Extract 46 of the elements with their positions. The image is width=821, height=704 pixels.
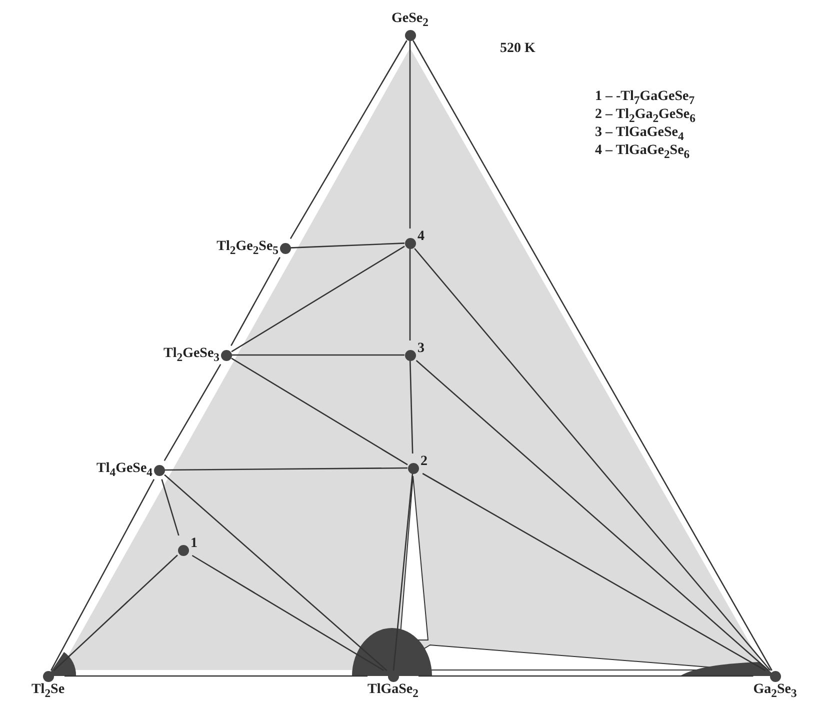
- compound-point: [404, 228, 424, 248]
- tie-line: [409, 360, 414, 454]
- tie-line: [290, 242, 405, 248]
- tie-line: [232, 354, 404, 356]
- tie-line: [412, 40, 772, 671]
- tie-line: [192, 554, 384, 672]
- tie-line: [422, 472, 766, 672]
- compound-point: [753, 670, 797, 700]
- legend-entry: 3 – TlGaGeSe$_{4}$: [595, 124, 684, 144]
- compound-label: 1: [190, 536, 198, 551]
- compound-label: TlGaSe$_{2}$: [368, 682, 418, 700]
- compound-label: 3: [418, 340, 424, 356]
- compound-label: Tl$_{4}$GeSe$_{4}$: [96, 460, 152, 480]
- compound-label: Tl$_{2}$Ge$_{2}$Se$_{5}$: [216, 238, 278, 258]
- temperature-label: 520 K: [500, 40, 536, 58]
- compound-point: [408, 454, 428, 474]
- compound-label: GeSe$_{2}$: [392, 10, 428, 30]
- tie-line: [164, 474, 388, 671]
- legend-entry: 4 – TlGaGe$_{2}$Se$_{6}$: [595, 142, 690, 162]
- compound-label: 4: [418, 228, 424, 244]
- tie-line: [230, 256, 280, 346]
- tie-line: [416, 360, 770, 671]
- tie-line: [164, 467, 408, 471]
- legend-entry: 1 – -Tl$_{7}$GaGeSe$_{7}$: [595, 88, 695, 108]
- compound-point: [216, 238, 290, 258]
- tie-line: [231, 358, 408, 466]
- compound-point: [392, 10, 428, 40]
- tie-line: [50, 479, 155, 671]
- compound-point: [178, 536, 198, 556]
- tie-line: [231, 246, 405, 352]
- tie-line: [392, 473, 414, 671]
- tie-line: [53, 554, 178, 671]
- legend-entry: 2 – Tl$_{2}$Ga$_{2}$GeSe$_{6}$: [595, 106, 696, 126]
- tie-line: [414, 248, 771, 671]
- compound-point: [404, 340, 424, 360]
- compound-label: 2: [420, 454, 428, 469]
- tie-line: [290, 40, 408, 240]
- compound-label: Tl$_{2}$GeSe$_{3}$: [164, 346, 220, 364]
- compound-label: Tl$_{2}$Se: [31, 682, 65, 700]
- compound-point: [164, 346, 232, 364]
- tie-line: [409, 248, 411, 340]
- tie-line: [409, 40, 411, 228]
- tie-line: [64, 675, 368, 677]
- compound-label: Ga$_{2}$Se$_{3}$: [753, 682, 797, 700]
- tie-line: [164, 364, 222, 462]
- tie-line: [418, 675, 754, 677]
